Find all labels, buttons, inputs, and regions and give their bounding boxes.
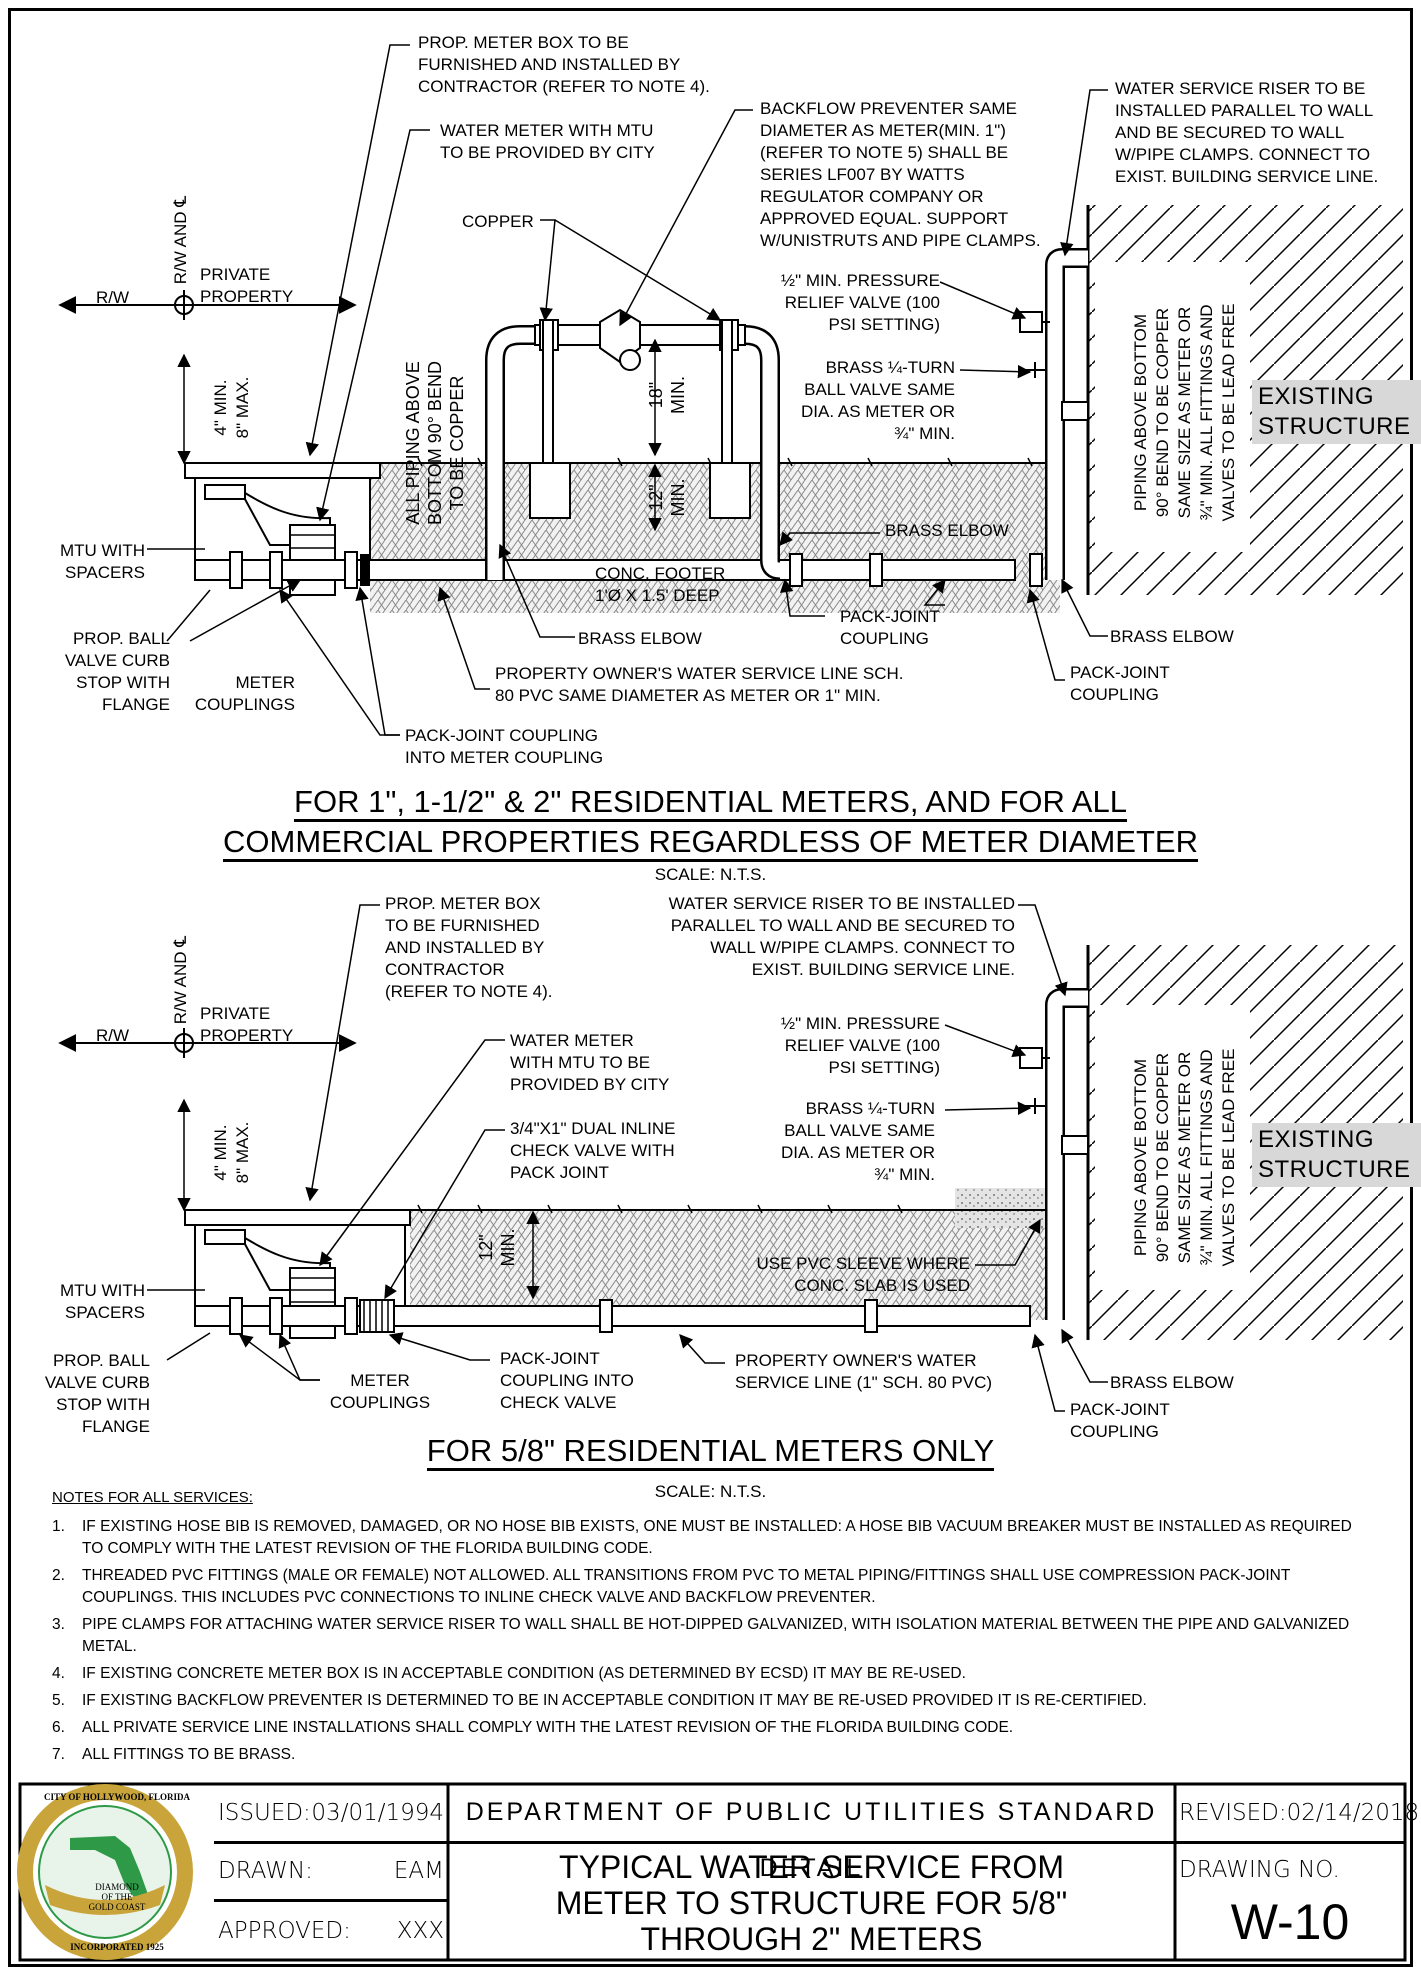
pack-joint-check-valve-label: PACK-JOINT COUPLING INTO CHECK VALVE bbox=[500, 1349, 634, 1412]
private-property-label: PRIVATE PROPERTY bbox=[200, 265, 294, 306]
meter-box-depth-label: 4" MIN. 8" MAX. bbox=[211, 376, 252, 439]
notes-list: 1.IF EXISTING HOSE BIB IS REMOVED, DAMAG… bbox=[52, 1516, 1372, 1771]
water-meter-callout: WATER METER WITH MTU TO BE PROVIDED BY C… bbox=[440, 121, 655, 162]
riser-callout: WATER SERVICE RISER TO BE INSTALLED PARA… bbox=[1115, 79, 1379, 186]
existing-structure-label: EXISTING STRUCTURE bbox=[1252, 380, 1421, 444]
rw-label: R/W bbox=[96, 288, 130, 307]
issued-date: 03/01/1994 bbox=[311, 1799, 444, 1826]
service-line-callout-2: PROPERTY OWNER'S WATER SERVICE LINE (1" … bbox=[735, 1351, 993, 1392]
revised-label: REVISED: bbox=[1179, 1799, 1287, 1826]
wall-piping-note: PIPING ABOVE BOTTOM 90° BEND TO BE COPPE… bbox=[1131, 303, 1238, 522]
note-item: 6.ALL PRIVATE SERVICE LINE INSTALLATIONS… bbox=[52, 1719, 1014, 1736]
private-property-label-2: PRIVATE PROPERTY bbox=[200, 1004, 294, 1045]
logo-center-text: DIAMOND OF THE GOLD COAST bbox=[88, 1882, 146, 1912]
note-item: 3.PIPE CLAMPS FOR ATTACHING WATER SERVIC… bbox=[52, 1616, 1350, 1655]
logo-ring-bottom-text: INCORPORATED 1925 bbox=[70, 1942, 164, 1952]
water-meter-callout-2: WATER METER WITH MTU TO BE PROVIDED BY C… bbox=[510, 1031, 670, 1094]
drawing-title: TYPICAL WATER SERVICE FROM METER TO STRU… bbox=[555, 1849, 1068, 1957]
brass-elbow-label-2: BRASS ELBOW bbox=[578, 629, 702, 648]
city-seal-logo bbox=[17, 1784, 193, 1960]
rw-label-2: R/W bbox=[96, 1026, 130, 1045]
conc-footer-label: CONC. FOOTER 1'Ø X 1.5' DEEP bbox=[595, 564, 726, 605]
brass-elbow-label-1: BRASS ELBOW bbox=[885, 521, 1009, 540]
department-header: DEPARTMENT OF PUBLIC UTILITIES STANDARD … bbox=[448, 1784, 1175, 1882]
meter-box-callout: PROP. METER BOX TO BE FURNISHED AND INST… bbox=[418, 33, 710, 96]
rw-centerline-label: R/W AND ℄ bbox=[171, 195, 190, 285]
min-depth-12-label-2: 12" MIN. bbox=[476, 1228, 518, 1267]
rw-centerline-label-2: R/W AND ℄ bbox=[171, 935, 190, 1025]
bottom-detail-title: FOR 5/8" RESIDENTIAL METERS ONLY bbox=[0, 1432, 1421, 1471]
ball-valve-callout: BRASS ¼-TURN BALL VALVE SAME DIA. AS MET… bbox=[801, 358, 955, 443]
copper-note-vertical: ALL PIPING ABOVE BOTTOM 90° BEND TO BE C… bbox=[403, 361, 467, 525]
pvc-sleeve-callout: USE PVC SLEEVE WHERE CONC. SLAB IS USED bbox=[756, 1254, 970, 1295]
riser-callout-2: WATER SERVICE RISER TO BE INSTALLED PARA… bbox=[668, 894, 1015, 979]
drawing-sheet-border bbox=[8, 8, 1413, 1967]
title-block: ISSUED: 03/01/1994 DRAWN: EAM APPROVED: … bbox=[20, 1784, 1419, 1960]
approved-label: APPROVED: bbox=[218, 1917, 351, 1944]
pack-joint-coupling-label-2: PACK-JOINT COUPLING bbox=[1070, 663, 1170, 704]
meter-box-depth-label-2: 4" MIN. 8" MAX. bbox=[211, 1121, 252, 1184]
pack-joint-coupling-label-3: PACK-JOINT COUPLING bbox=[1070, 1400, 1170, 1441]
mtu-spacers-label-2: MTU WITH SPACERS bbox=[60, 1281, 145, 1322]
note-item: 2.THREADED PVC FITTINGS (MALE OR FEMALE)… bbox=[52, 1567, 1291, 1606]
meter-box-callout-2: PROP. METER BOX TO BE FURNISHED AND INST… bbox=[385, 894, 553, 1001]
existing-structure-label-2: EXISTING STRUCTURE bbox=[1252, 1123, 1421, 1187]
drawn-row: DRAWN: EAM bbox=[214, 1843, 448, 1901]
note-item: 1.IF EXISTING HOSE BIB IS REMOVED, DAMAG… bbox=[52, 1518, 1352, 1557]
brass-elbow-label-3: BRASS ELBOW bbox=[1110, 627, 1234, 646]
min-depth-12-label: 12" MIN. bbox=[646, 478, 688, 517]
service-line-callout: PROPERTY OWNER'S WATER SERVICE LINE SCH.… bbox=[495, 664, 904, 705]
top-detail-title-line2: COMMERCIAL PROPERTIES REGARDLESS OF METE… bbox=[0, 823, 1421, 862]
copper-callout: COPPER bbox=[462, 212, 534, 231]
ball-valve-curb-stop-label-2: PROP. BALL VALVE CURB STOP WITH FLANGE bbox=[44, 1351, 150, 1436]
top-detail-scale: SCALE: N.T.S. bbox=[654, 865, 767, 884]
wall-piping-note-2: PIPING ABOVE BOTTOM 90° BEND TO BE COPPE… bbox=[1131, 1048, 1238, 1267]
bottom-detail-scale: SCALE: N.T.S. bbox=[654, 1482, 767, 1501]
bottom-detail-graphics bbox=[58, 904, 1403, 1412]
meter-couplings-label-2: METER COUPLINGS bbox=[329, 1371, 431, 1412]
drawing-number-label: DRAWING NO. bbox=[1179, 1857, 1340, 1883]
note-item: 4.IF EXISTING CONCRETE METER BOX IS IN A… bbox=[52, 1665, 966, 1682]
min-height-18-label: 18" MIN. bbox=[646, 376, 688, 414]
top-detail-title-line1: FOR 1", 1-1/2" & 2" RESIDENTIAL METERS, … bbox=[0, 783, 1421, 822]
revised-date: 02/14/2018 bbox=[1286, 1799, 1420, 1826]
note-item: 7.ALL FITTINGS TO BE BRASS. bbox=[52, 1746, 296, 1763]
revised-row: REVISED: 02/14/2018 bbox=[1175, 1784, 1419, 1843]
drawn-label: DRAWN: bbox=[218, 1858, 313, 1884]
drawn-by: EAM bbox=[393, 1858, 444, 1884]
notes-heading: NOTES FOR ALL SERVICES: bbox=[52, 1489, 253, 1506]
relief-valve-callout-2: ½" MIN. PRESSURE RELIEF VALVE (100 PSI S… bbox=[780, 1014, 940, 1077]
relief-valve-callout: ½" MIN. PRESSURE RELIEF VALVE (100 PSI S… bbox=[780, 271, 940, 334]
backflow-preventer-callout: BACKFLOW PREVENTER SAME DIAMETER AS METE… bbox=[760, 99, 1041, 250]
meter-couplings-label: METER COUPLINGS bbox=[194, 673, 295, 714]
pack-joint-meter-coupling-label: PACK-JOINT COUPLING INTO METER COUPLING bbox=[405, 726, 604, 767]
brass-elbow-label-4: BRASS ELBOW bbox=[1110, 1373, 1234, 1392]
logo-ring-top-text: CITY OF HOLLYWOOD, FLORIDA bbox=[43, 1792, 191, 1802]
check-valve-callout: 3/4"X1" DUAL INLINE CHECK VALVE WITH PAC… bbox=[510, 1119, 676, 1182]
ball-valve-callout-2: BRASS ¼-TURN BALL VALVE SAME DIA. AS MET… bbox=[781, 1099, 935, 1184]
top-detail-graphics bbox=[58, 44, 1403, 736]
ball-valve-curb-stop-label: PROP. BALL VALVE CURB STOP WITH FLANGE bbox=[64, 629, 170, 714]
drawing-number: W-10 bbox=[1230, 1894, 1350, 1950]
approved-by: XXX bbox=[396, 1917, 444, 1944]
pack-joint-coupling-label-1: PACK-JOINT COUPLING bbox=[840, 607, 940, 648]
issued-row: ISSUED: 03/01/1994 bbox=[214, 1784, 448, 1843]
mtu-spacers-label: MTU WITH SPACERS bbox=[60, 541, 145, 582]
note-item: 5.IF EXISTING BACKFLOW PREVENTER IS DETE… bbox=[52, 1692, 1147, 1709]
issued-label: ISSUED: bbox=[218, 1799, 311, 1826]
approved-row: APPROVED: XXX bbox=[214, 1901, 448, 1960]
